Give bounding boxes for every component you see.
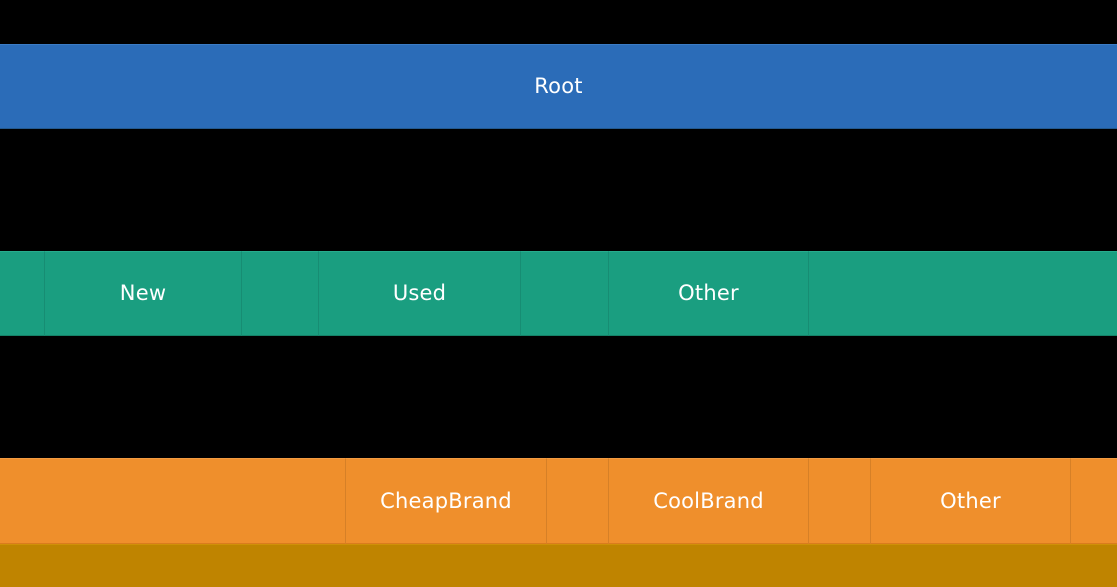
icicle-node-blank[interactable]: [808, 458, 870, 544]
node-label: CoolBrand: [653, 488, 764, 513]
icicle-node-blank[interactable]: [520, 251, 608, 336]
icicle-node-cheapbrand[interactable]: CheapBrand: [345, 458, 546, 544]
leaf-level: [0, 544, 1117, 587]
icicle-node-blank[interactable]: [0, 251, 44, 336]
node-label: CheapBrand: [380, 488, 512, 513]
icicle-node-blank[interactable]: [241, 251, 318, 336]
icicle-node-coolbrand[interactable]: CoolBrand: [608, 458, 808, 544]
icicle-node-blank[interactable]: [546, 458, 608, 544]
icicle-node-blank[interactable]: [1070, 458, 1117, 544]
icicle-node-new[interactable]: New: [44, 251, 241, 336]
node-label: Used: [392, 281, 447, 305]
icicle-node-root[interactable]: Root: [0, 44, 1117, 129]
condition-level: New Used Other: [0, 251, 1117, 336]
brand-level: CheapBrand CoolBrand Other: [0, 458, 1117, 544]
root-level: Root: [0, 44, 1117, 129]
icicle-node-blank[interactable]: [0, 544, 1117, 587]
node-label: New: [119, 281, 167, 305]
icicle-node-used[interactable]: Used: [318, 251, 520, 336]
node-label: Other: [678, 281, 739, 305]
node-label: Root: [534, 74, 583, 98]
icicle-node-other[interactable]: Other: [608, 251, 808, 336]
icicle-node-other[interactable]: Other: [870, 458, 1070, 544]
node-label: Other: [940, 488, 1001, 513]
icicle-node-blank[interactable]: [0, 458, 345, 544]
icicle-node-blank[interactable]: [808, 251, 1117, 336]
